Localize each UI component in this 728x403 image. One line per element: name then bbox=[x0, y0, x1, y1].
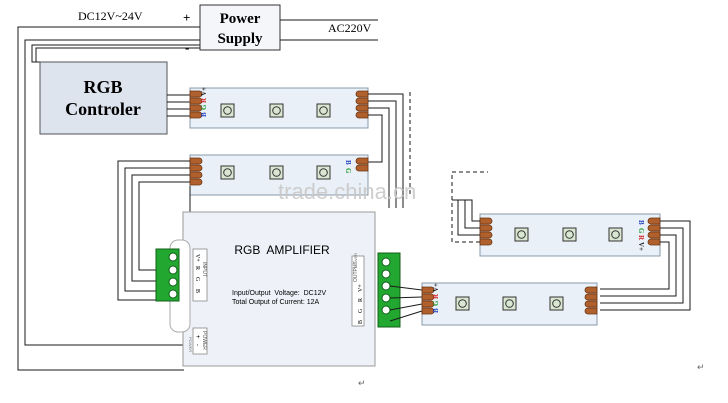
strip4-pin-g: G bbox=[432, 300, 440, 306]
strip3-pin-b: B bbox=[637, 220, 645, 225]
strip4-pin-labels: V+ R G B bbox=[432, 283, 440, 313]
amp-input-label: INPUT bbox=[201, 262, 207, 277]
amp-output-pin-v: V+ bbox=[358, 284, 364, 292]
led-strip-2: B G bbox=[189, 154, 369, 196]
amplifier-spec-line1: Input/Output Voltage: DC12V bbox=[232, 290, 327, 297]
strip3-left-connector bbox=[479, 217, 493, 246]
led-strip-4: V+ R G B bbox=[421, 282, 598, 326]
amp-power-pin-plus: + bbox=[194, 335, 200, 339]
amp-output-pin-g: G bbox=[358, 308, 364, 313]
power-supply-title-line1: Power bbox=[220, 11, 261, 27]
strip4-right-connector bbox=[584, 286, 598, 315]
amp-input-terminal: V+ R G B INPUT bbox=[155, 248, 208, 302]
strip1-left-connector bbox=[189, 90, 203, 119]
led-strip-3: B G R V+ bbox=[479, 213, 661, 257]
strip3-wires bbox=[451, 171, 691, 311]
power-supply: Power Supply bbox=[199, 4, 281, 51]
dc-voltage-label: DC12V~24V bbox=[78, 9, 143, 23]
amp-input-pin-r: R bbox=[194, 266, 200, 270]
rgb-amplifier: RGB AMPLIFIER Input/Output Voltage: DC12… bbox=[155, 211, 401, 367]
strip1-pin-g: G bbox=[200, 104, 208, 110]
strip1-leds bbox=[220, 103, 331, 118]
strip1-pin-v: V+ bbox=[200, 87, 208, 96]
strip1-pin-r: R bbox=[200, 97, 208, 103]
power-supply-title-line2: Supply bbox=[217, 31, 263, 47]
led-strip-1: V+ R G B bbox=[189, 87, 369, 129]
controller-title-line1: RGB bbox=[83, 77, 122, 97]
amp-to-strip4-wires bbox=[389, 285, 423, 322]
dc-bus-wires bbox=[17, 26, 200, 371]
strip2-pin-g: G bbox=[344, 168, 352, 174]
strip1-right-connector bbox=[355, 90, 369, 119]
strip3-pin-v: V+ bbox=[637, 242, 645, 251]
amp-input-screws bbox=[168, 252, 178, 299]
amp-power-terminal: POWER + - POWER bbox=[188, 327, 208, 355]
strip2-to-amp-input-wires bbox=[117, 160, 191, 301]
strip4-left-connector bbox=[421, 286, 435, 315]
strip3-pin-r: R bbox=[637, 235, 645, 241]
amp-output-label: OUTPUT bbox=[353, 261, 359, 282]
return-mark-bottom: ↵ bbox=[358, 378, 366, 388]
amp-output-pin-b: B bbox=[358, 320, 364, 324]
amp-output-pin-r: R bbox=[358, 298, 364, 302]
strip3-leds bbox=[514, 227, 623, 242]
strip2-pin-labels: B G bbox=[344, 160, 352, 174]
amplifier-title: RGB AMPLIFIER bbox=[234, 243, 330, 257]
strip2-leds bbox=[220, 165, 331, 180]
amp-output-terminal: B G R V+ OUTPUT POWER bbox=[351, 252, 401, 328]
strip2-left-connector bbox=[189, 157, 203, 186]
ac-wires bbox=[280, 19, 378, 41]
strip3-pin-g: G bbox=[637, 228, 645, 234]
controller-title-line2: Controler bbox=[65, 99, 141, 119]
amp-output-pin-labels: B G R V+ bbox=[358, 284, 364, 324]
plus-label: + bbox=[183, 10, 190, 25]
amplifier-spec-line2: Total Output of Current: 12A bbox=[232, 299, 319, 306]
strip4-pin-v: V+ bbox=[432, 283, 440, 292]
amp-power-pin-minus: - bbox=[194, 344, 200, 346]
strip1-pin-labels: V+ R G B bbox=[200, 87, 208, 117]
strip2-pin-b: B bbox=[344, 160, 352, 165]
amp-power-label: POWER bbox=[188, 337, 193, 352]
amp-input-pin-b: B bbox=[194, 289, 200, 293]
strip3-pin-labels: B G R V+ bbox=[637, 220, 645, 251]
amp-input-pin-labels: V+ R G B bbox=[194, 254, 200, 293]
strip4-leds bbox=[455, 296, 564, 311]
strip2-right-connector bbox=[355, 157, 369, 172]
strip1-pin-b: B bbox=[200, 112, 208, 117]
return-mark-right: ↵ bbox=[697, 362, 705, 372]
ac-voltage-label: AC220V bbox=[328, 21, 372, 35]
amp-output-power-label: POWER bbox=[353, 253, 358, 268]
amp-power-top-label: POWER bbox=[201, 331, 207, 350]
strip1-chain-wires bbox=[368, 92, 411, 208]
amp-input-pin-v: V+ bbox=[194, 254, 200, 262]
strip4-pin-r: R bbox=[432, 293, 440, 299]
strip3-right-connector bbox=[647, 217, 661, 246]
amp-output-screws bbox=[381, 257, 391, 315]
rgb-controller: RGB Controler bbox=[39, 61, 168, 135]
strip4-pin-b: B bbox=[432, 308, 440, 313]
amp-input-pin-g: G bbox=[194, 277, 200, 282]
controller-to-strip1-wires bbox=[167, 94, 192, 117]
watermark: trade.china.cn bbox=[278, 179, 416, 204]
